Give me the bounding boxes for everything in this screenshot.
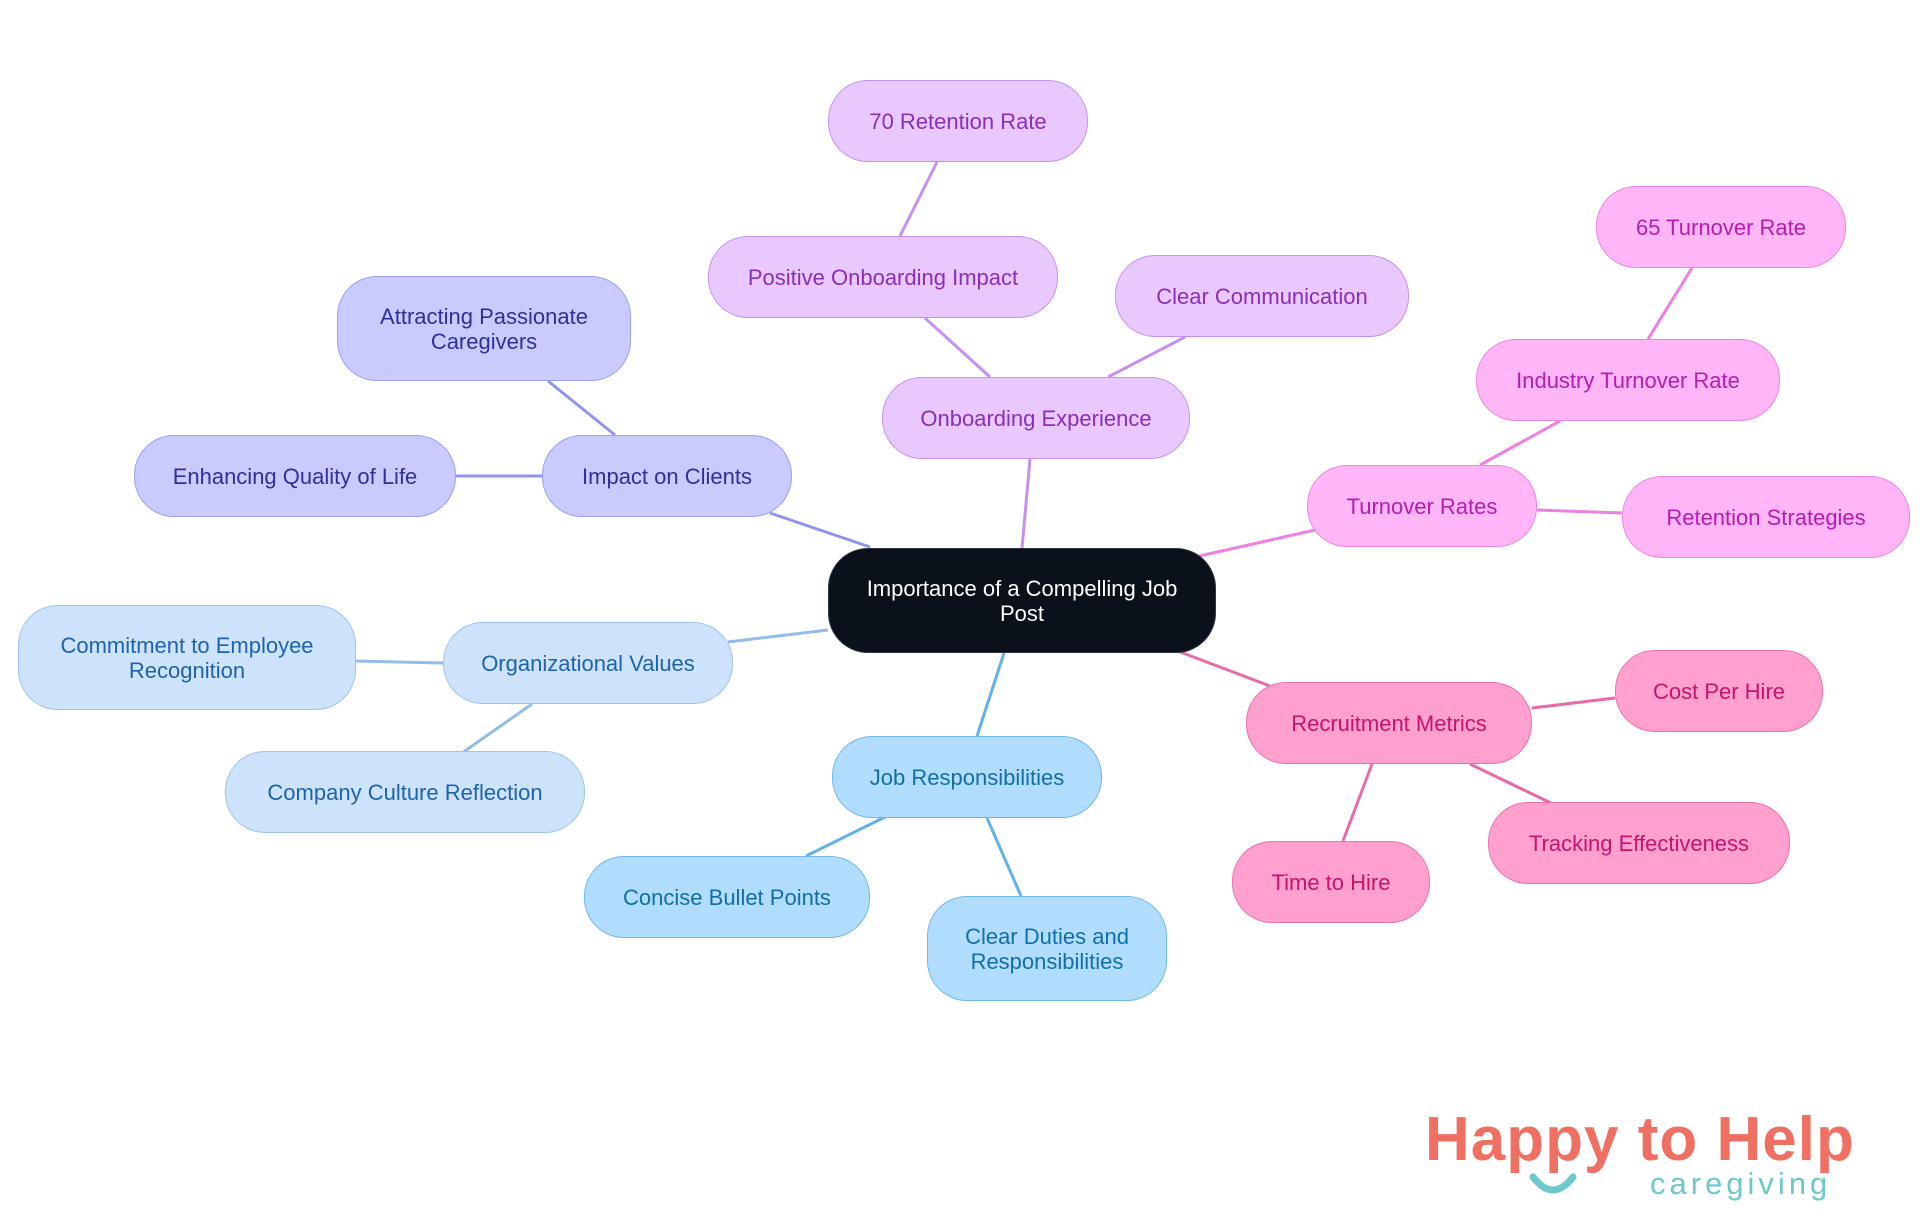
node-65-turnover-rate: 65 Turnover Rate [1596, 186, 1846, 268]
edge-orgvalues-culture [461, 702, 533, 755]
node-time-to-hire: Time to Hire [1232, 841, 1430, 923]
node-job-responsibilities: Job Responsibilities [832, 736, 1102, 818]
edge-root-onboarding [1020, 458, 1032, 549]
node-impact-on-clients: Impact on Clients [542, 435, 792, 517]
edge-job-clear [985, 817, 1023, 897]
edge-turnover-retention [1536, 508, 1623, 515]
node-turnover-rates: Turnover Rates [1307, 465, 1537, 547]
node-industry-turnover-rate: Industry Turnover Rate [1476, 339, 1780, 421]
edge-positive-70 [898, 161, 939, 237]
node-cost-per-hire: Cost Per Hire [1615, 650, 1823, 732]
node-attracting-passionate-caregivers: Attracting Passionate Caregivers [337, 276, 631, 381]
node-retention-strategies: Retention Strategies [1622, 476, 1910, 558]
edge-turnover-industry [1479, 419, 1561, 467]
smile-icon [1529, 1173, 1577, 1194]
node-onboarding-experience: Onboarding Experience [882, 377, 1190, 459]
edge-onboarding-clear [1107, 335, 1186, 379]
node-70-retention-rate: 70 Retention Rate [828, 80, 1088, 162]
logo-word-to-help: to Help [1637, 1105, 1855, 1174]
node-organizational-values: Organizational Values [443, 622, 733, 704]
node-positive-onboarding-impact: Positive Onboarding Impact [708, 236, 1058, 318]
edge-job-concise [805, 814, 888, 858]
node-enhancing-quality-of-life: Enhancing Quality of Life [134, 435, 456, 517]
edge-industry-65 [1646, 267, 1694, 340]
logo-word-happy: Happy [1425, 1105, 1620, 1174]
logo-tagline: caregiving [1650, 1166, 1832, 1201]
edge-recruitment-time [1341, 763, 1374, 842]
edge-orgvalues-commitment [355, 659, 444, 665]
edge-root-job [975, 652, 1006, 737]
edge-onboarding-positive [923, 316, 992, 379]
node-concise-bullet-points: Concise Bullet Points [584, 856, 870, 938]
happy-to-help-logo: Happy to Help caregiving [1415, 1105, 1885, 1205]
edge-root-recruitment [1174, 648, 1271, 688]
node-recruitment-metrics: Recruitment Metrics [1246, 682, 1532, 764]
edge-root-orgvalues [727, 628, 829, 644]
node-company-culture-reflection: Company Culture Reflection [225, 751, 585, 833]
edge-recruitment-cost [1531, 696, 1616, 710]
node-commitment-to-employee-recognition: Commitment to Employee Recognition [18, 605, 356, 710]
edge-impact-attracting [547, 379, 616, 437]
edge-root-impact [769, 511, 871, 549]
node-clear-communication: Clear Communication [1115, 255, 1409, 337]
edge-recruitment-tracking [1469, 762, 1556, 807]
node-tracking-effectiveness: Tracking Effectiveness [1488, 802, 1790, 884]
edge-root-turnover [1194, 528, 1316, 559]
node-clear-duties-and-responsibilities: Clear Duties and Responsibilities [927, 896, 1167, 1001]
root-node: Importance of a Compelling Job Post [828, 548, 1216, 653]
logo-wordmark: Happy to Help [1425, 1105, 1855, 1175]
